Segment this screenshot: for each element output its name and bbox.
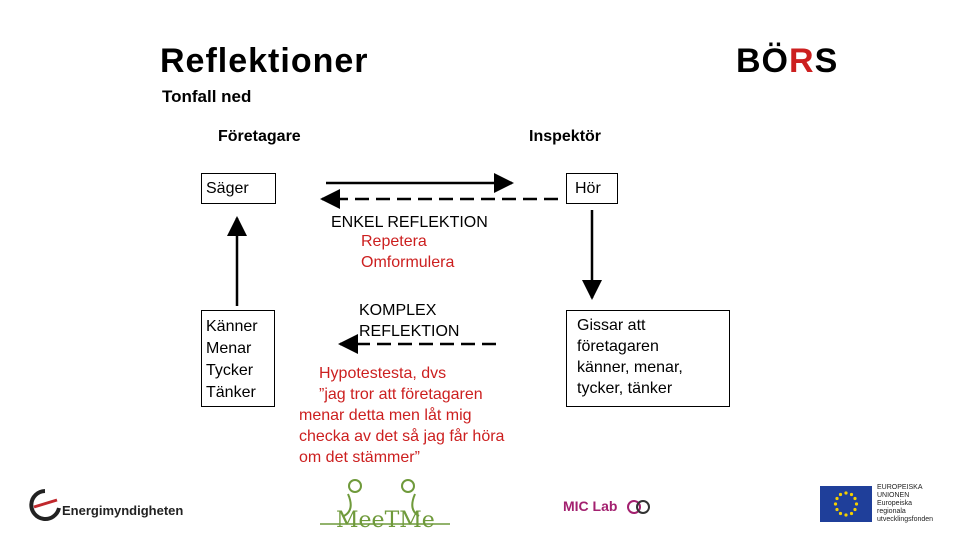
simple-reflection-items: Repetera Omformulera: [361, 231, 454, 273]
eu-text-line: UNIONEN: [877, 492, 910, 499]
hears-box: Hör: [566, 173, 618, 204]
simple-reflection-item: Omformulera: [361, 254, 455, 271]
guesses-line: känner, menar,: [577, 359, 683, 376]
energimyndigheten-logo: Energimyndigheten: [62, 503, 184, 518]
complex-reflection-label-line: REFLEKTION: [359, 323, 460, 340]
brand-prefix: BÖ: [736, 42, 789, 80]
complex-reflection-line: checka av det så jag får höra: [299, 428, 505, 445]
complex-reflection-label-line: KOMPLEX: [359, 302, 437, 319]
feelings-line: Menar: [206, 340, 252, 357]
page-title: Reflektioner: [160, 42, 369, 80]
feelings-line: Tycker: [206, 362, 254, 379]
says-box: Säger: [201, 173, 276, 204]
complex-reflection-line: menar detta men låt mig: [299, 407, 472, 424]
simple-reflection-label: ENKEL REFLEKTION: [331, 214, 488, 231]
simple-reflection-item: Repetera: [361, 233, 427, 250]
column-heading-inspector: Inspektör: [529, 128, 602, 145]
complex-reflection-label: KOMPLEX REFLEKTION: [359, 300, 459, 342]
complex-reflection-line: Hypotestesta, dvs: [319, 365, 447, 382]
guesses-line: företagaren: [577, 338, 659, 355]
complex-reflection-description: Hypotestesta, dvs ”jag tror att företaga…: [299, 363, 539, 468]
meetme-logo: MeeTMe: [336, 508, 435, 533]
guesses-line: tycker, tänker: [577, 380, 673, 397]
complex-reflection-line: om det stämmer”: [299, 449, 420, 466]
column-heading-business-owner: Företagare: [218, 128, 301, 145]
brand-accent: R: [789, 42, 815, 80]
brand-suffix: S: [814, 42, 839, 80]
miclab-logo: MIC Lab: [563, 498, 618, 514]
complex-reflection-line: ”jag tror att företagaren: [319, 386, 483, 403]
feelings-line: Tänker: [206, 384, 256, 401]
page-subtitle: Tonfall ned: [162, 87, 252, 106]
feelings-box: Känner Menar Tycker Tänker: [201, 310, 275, 407]
eu-text-line: regionala: [877, 508, 906, 515]
eu-logo-text: EUROPEISKA UNIONEN Europeiska regionala …: [877, 484, 947, 524]
energimyndigheten-emblem-icon: [29, 489, 61, 521]
eu-flag-icon: [820, 486, 872, 522]
guesses-box: Gissar att företagaren känner, menar, ty…: [566, 310, 730, 407]
miclab-icon: [627, 500, 650, 514]
eu-text-line: utvecklingsfonden: [877, 516, 934, 523]
eu-text-line: Europeiska: [877, 500, 913, 507]
meetme-figures-icon: [320, 479, 450, 525]
guesses-line: Gissar att: [577, 317, 646, 334]
feelings-line: Känner: [206, 318, 258, 335]
eu-text-line: EUROPEISKA: [877, 484, 923, 491]
brand-logo: BÖRS: [736, 42, 838, 81]
